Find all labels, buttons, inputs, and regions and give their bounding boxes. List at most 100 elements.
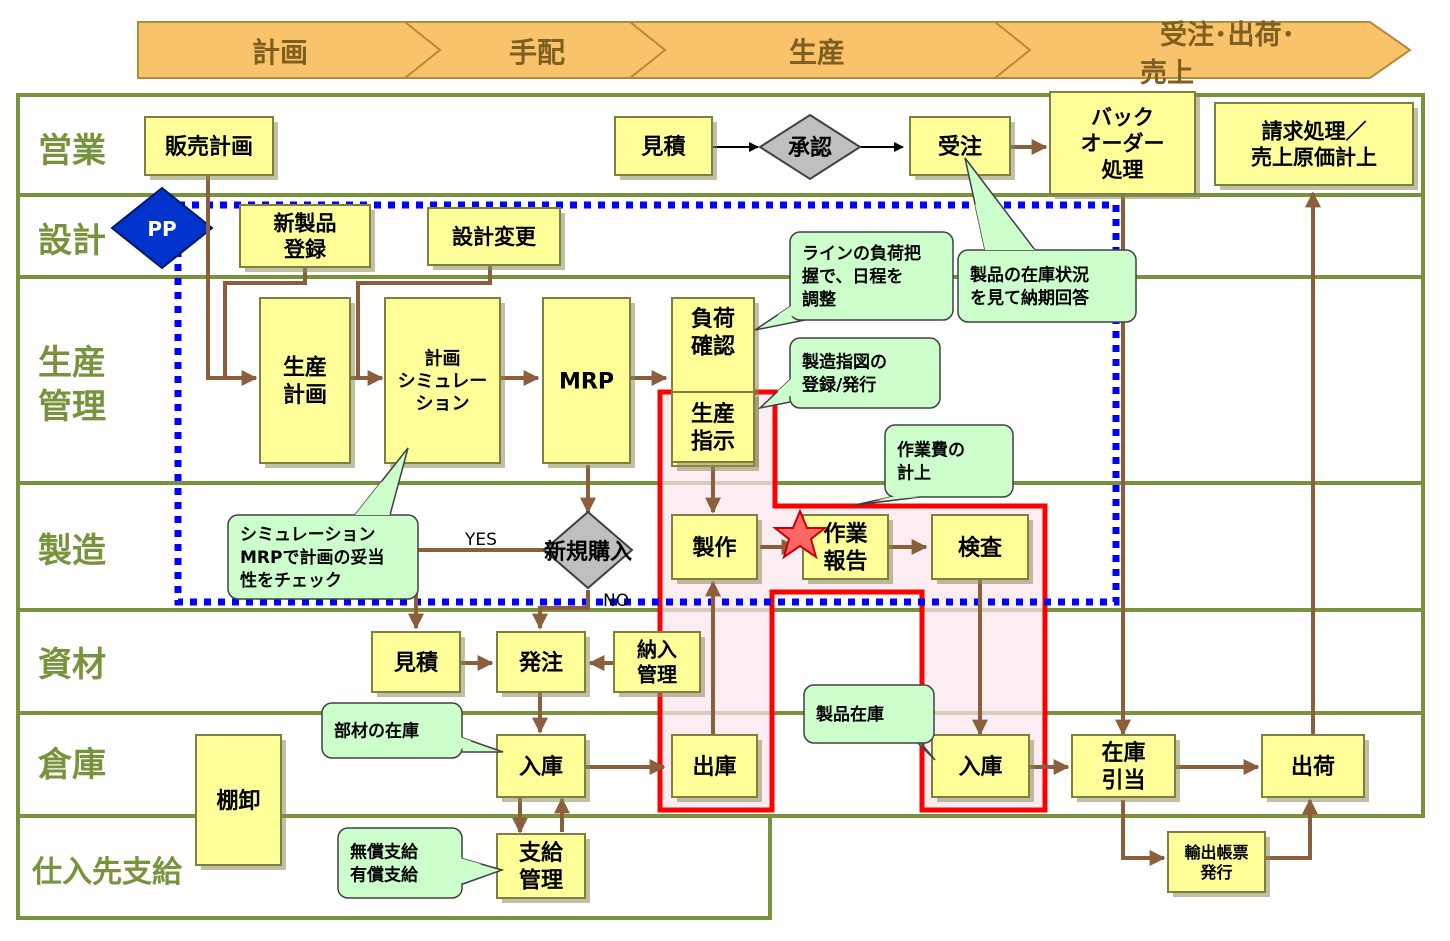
box-receiving-prod: 入庫: [931, 734, 1034, 802]
callout-line: 製品在庫: [815, 704, 884, 725]
phase-banner: 計画 手配 生産 受注･出荷･売上: [137, 19, 1412, 89]
box-label: 生産: [283, 355, 327, 381]
highlight-fill: [660, 392, 1045, 810]
box-label: 計画: [283, 382, 327, 408]
box-manufacture: 製作: [671, 514, 762, 584]
lane-label-production-mgmt: 生産管理: [38, 343, 106, 427]
callout-line: 性をチェック: [240, 570, 342, 591]
box-inspection: 検査: [931, 514, 1033, 584]
box-order-place: 発注: [496, 631, 590, 697]
box-order-receive: 受注: [909, 116, 1015, 180]
decision-approval-label: 承認: [788, 135, 832, 161]
box-label: 負荷: [691, 306, 735, 332]
box-mrp: MRP: [542, 297, 635, 468]
box-stocktake: 棚卸: [195, 734, 286, 870]
box-label: バック: [1091, 105, 1154, 129]
phase-label-production: 生産: [789, 36, 845, 69]
box-label: 製作: [691, 535, 736, 561]
box-label: ション: [416, 393, 470, 414]
box-sales-plan: 販売計画: [144, 116, 278, 180]
box-label: 作業: [823, 522, 868, 547]
callout-line: 作業費の: [897, 440, 965, 461]
box-label: 報告: [823, 549, 867, 575]
no-label: NO: [603, 591, 629, 611]
box-label: 登録: [283, 238, 327, 262]
callouts: ラインの負荷把握で、日程を調整製品の在庫状況を見て納期回答製造指図の登録/発行作…: [227, 157, 1137, 899]
box-billing: 請求処理／ 売上原価計上: [1214, 102, 1418, 190]
callout-line: MRPで計画の妥当: [240, 547, 384, 568]
callout-line: 部材の在庫: [334, 721, 419, 742]
callout-line: 調整: [802, 289, 836, 310]
box-estimate-sales: 見積: [614, 116, 717, 180]
phase-label-arrange: 手配: [509, 36, 565, 69]
connectors: [206, 139, 1321, 866]
box-label: 売上原価計上: [1251, 146, 1377, 170]
yes-label: YES: [464, 530, 497, 550]
box-label: 在庫: [1101, 740, 1145, 766]
box-estimate-mat: 見積: [371, 631, 465, 697]
box-label: 出庫: [692, 754, 736, 780]
box-label: 入庫: [519, 754, 563, 780]
pp-scope-dotted: [174, 201, 1120, 606]
box-label: 計画: [425, 347, 461, 369]
box-label: 納入: [637, 638, 677, 662]
box-label: 見積: [641, 135, 686, 160]
phase-arrow-sales: [992, 21, 1412, 79]
star-icon: [772, 508, 828, 560]
box-issue: 出庫: [671, 734, 762, 802]
box-label: 設計変更: [452, 225, 537, 249]
lane-labels: 営業 設計 生産管理 製造 資材 倉庫 仕入先支給: [31, 131, 183, 890]
box-label: 販売計画: [165, 134, 253, 160]
box-label: 出荷: [1291, 755, 1335, 780]
box-label: 生産: [691, 401, 735, 427]
lane-label-supplier: 仕入先支給: [31, 855, 183, 890]
box-label: 発注: [518, 650, 563, 676]
decision-approval: 承認: [758, 113, 862, 181]
callout-line: 登録/発行: [801, 375, 876, 396]
callout-line: 握で、日程を: [802, 266, 903, 287]
callout-line: 製造指図の: [801, 352, 887, 373]
box-label: 棚卸: [216, 788, 260, 814]
lane-supplier: [16, 814, 772, 920]
callout-line: 無償支給: [350, 842, 419, 863]
callout-product-stock: 製品在庫: [803, 684, 936, 761]
box-label: 請求処理／: [1262, 119, 1367, 143]
lane-label-materials: 資材: [38, 645, 106, 685]
box-label: 管理: [637, 663, 677, 687]
highlight-outline-left: [657, 389, 1048, 813]
box-shipping: 出荷: [1261, 734, 1369, 802]
box-label: 処理: [1102, 158, 1144, 182]
box-label: 受注: [938, 134, 982, 160]
lane-label-warehouse: 倉庫: [37, 745, 106, 785]
callout-line: 計上: [897, 463, 931, 484]
decision-new-purchase: 新規購入: [542, 510, 634, 590]
phase-label-sales: 受注･出荷･売上: [1140, 19, 1295, 89]
box-label: 発行: [1199, 863, 1232, 882]
lane-label-manufacturing: 製造: [38, 531, 106, 571]
box-label: 管理: [519, 868, 563, 894]
lane-label-sales: 営業: [38, 131, 106, 171]
box-label: 新製品: [274, 211, 337, 235]
pp-badge: PP: [110, 186, 214, 270]
lane-design: [16, 193, 1425, 279]
callout-parts-stock: 部材の在庫: [321, 702, 504, 759]
phase-label-plan: 計画: [252, 36, 308, 69]
box-label: 指示: [691, 430, 735, 455]
box-label: MRP: [559, 369, 614, 394]
callout-line: を見て納期回答: [970, 288, 1090, 309]
callout-line: 製品の在庫状況: [969, 265, 1089, 286]
box-label: 確認: [691, 334, 735, 360]
